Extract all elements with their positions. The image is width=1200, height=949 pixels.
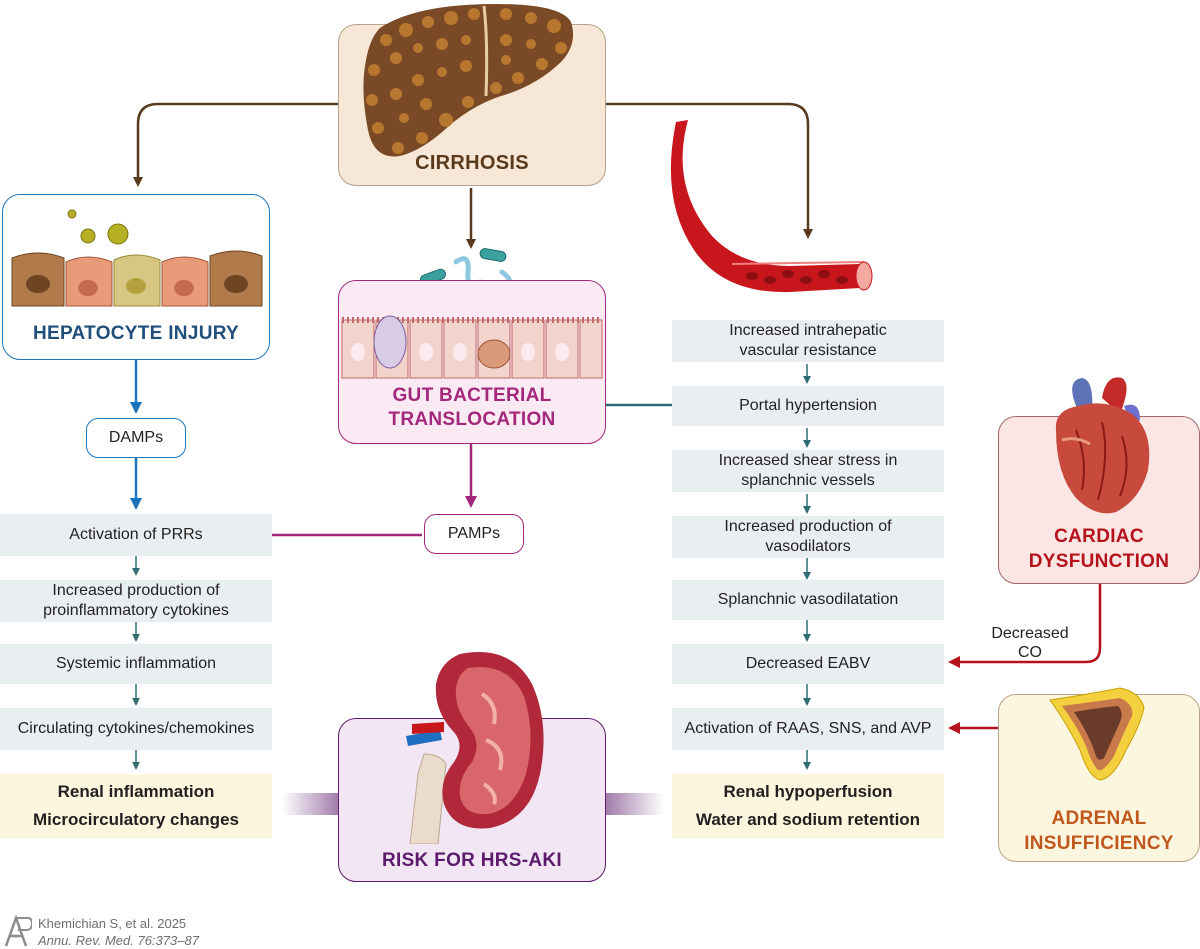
left-outcome-line2: Microcirculatory changes — [33, 810, 239, 829]
citation-journal: Annu. Rev. Med. 76:373–87 — [38, 933, 199, 948]
adrenal-title-line1: ADRENAL — [1051, 808, 1147, 829]
decreased-co-line1: Decreased — [991, 625, 1069, 642]
left-chain-step-1: Activation of PRRs — [0, 514, 272, 556]
adrenal-title-line2: INSUFFICIENCY — [1024, 833, 1174, 854]
cardiac-dysfunction-title: CARDIAC DYSFUNCTION — [998, 524, 1200, 574]
adrenal-insufficiency-title: ADRENAL INSUFFICIENCY — [998, 806, 1200, 856]
citation-authors: Khemichian S, et al. 2025 — [38, 916, 187, 931]
right-outcome-line2: Water and sodium retention — [695, 810, 921, 829]
cardiac-to-eabv-arrow — [948, 584, 1102, 668]
right-chain-step-2: Portal hypertension — [672, 386, 944, 426]
cardiac-title-line1: CARDIAC — [1054, 526, 1144, 547]
pamps-box: PAMPs — [424, 514, 524, 554]
decreased-co-line2: CO — [1018, 644, 1042, 661]
right-chain-step-4: Increased production of vasodilators — [672, 516, 944, 558]
cardiac-title-line2: DYSFUNCTION — [1028, 551, 1170, 572]
adrenal-gland-illustration — [1049, 687, 1145, 781]
damps-box: DAMPs — [86, 418, 186, 458]
gut-epithelium-illustration — [341, 315, 603, 379]
kidney-illustration — [406, 652, 544, 844]
left-chain-step-3: Systemic inflammation — [0, 644, 272, 684]
hepatocyte-cells-illustration — [11, 209, 263, 307]
right-outcome-box: Renal hypoperfusion Water and sodium ret… — [672, 774, 944, 838]
blood-vessel-illustration — [670, 120, 873, 293]
right-chain-step-7: Activation of RAAS, SNS, and AVP — [672, 708, 944, 750]
right-chain-step-3: Increased shear stress in splanchnic ves… — [672, 450, 944, 492]
cirrhosis-to-vessel-arrow — [606, 102, 813, 239]
heart-illustration — [1055, 377, 1150, 514]
right-chain-step-6: Decreased EABV — [672, 644, 944, 684]
right-outcome-line1: Renal hypoperfusion — [723, 782, 893, 801]
gut-title-line1: GUT BACTERIAL — [392, 385, 552, 406]
gut-title-line2: TRANSLOCATION — [388, 409, 556, 430]
left-outcome-box: Renal inflammation Microcirculatory chan… — [0, 774, 272, 838]
cirrhosis-title: CIRRHOSIS — [415, 152, 529, 174]
left-chain-step-2: Increased production of proinflammatory … — [0, 580, 272, 622]
risk-hrs-aki-title: RISK FOR HRS-AKI — [381, 850, 563, 871]
publisher-logo-icon — [4, 914, 32, 947]
decreased-co-label: Decreased CO — [980, 624, 1080, 662]
liver-illustration — [363, 4, 574, 157]
right-chain-step-1: Increased intrahepatic vascular resistan… — [672, 320, 944, 362]
left-outcome-line1: Renal inflammation — [57, 782, 215, 801]
hepatocyte-injury-title: HEPATOCYTE INJURY — [32, 323, 240, 344]
cirrhosis-to-hepatocyte-arrow — [133, 102, 338, 187]
left-chain-step-4: Circulating cytokines/chemokines — [0, 708, 272, 750]
right-chain-step-5: Splanchnic vasodilatation — [672, 580, 944, 620]
gut-translocation-title: GUT BACTERIAL TRANSLOCATION — [338, 384, 606, 432]
